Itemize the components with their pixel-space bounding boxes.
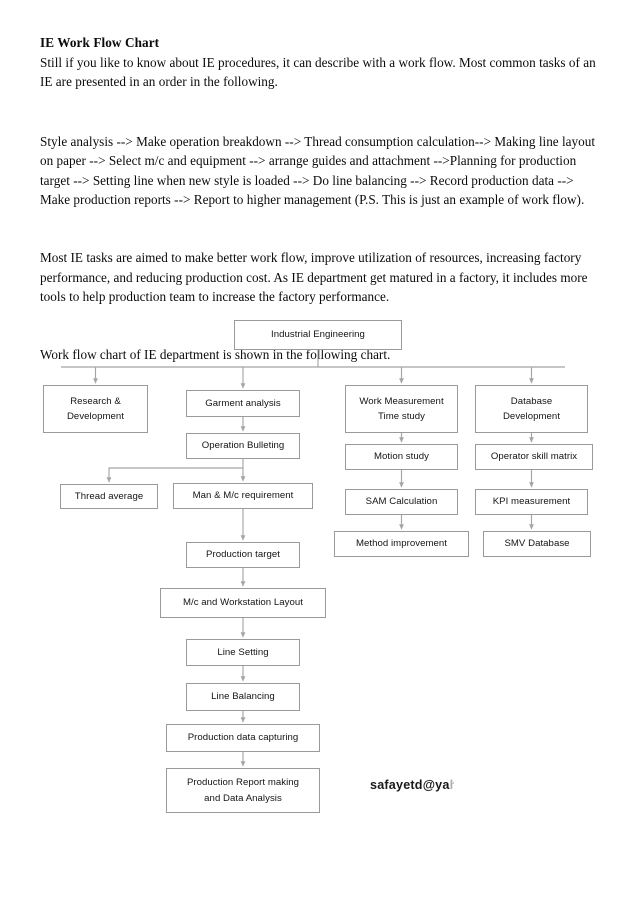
flow-node-label: Line Setting — [217, 646, 269, 658]
paragraph-workflow-steps: Style analysis --> Make operation breakd… — [40, 133, 596, 208]
flow-node-label: Thread average — [74, 490, 144, 502]
flow-node-label: Production data capturing — [187, 732, 299, 744]
email-watermark-text: safayetd@ya — [370, 778, 450, 792]
flow-node-label: Database — [510, 395, 553, 407]
flow-node-layout: M/c and Workstation Layout — [160, 588, 326, 618]
flow-node-linebal: Line Balancing — [186, 683, 300, 711]
flow-node-method: Method improvement — [334, 531, 469, 557]
flow-node-label: M/c and Workstation Layout — [182, 597, 304, 609]
email-watermark: safayetd@yah — [370, 778, 454, 792]
flow-node-label: Line Balancing — [211, 691, 275, 703]
flow-node-garment: Garment analysis — [186, 390, 300, 417]
flow-node-rnd: Research & Development — [43, 385, 148, 433]
flow-node-label-line2: and Data Analysis — [204, 792, 282, 804]
paragraph-ie-tasks: Most IE tasks are aimed to make better w… — [40, 250, 588, 305]
flow-node-prodtgt: Production target — [186, 542, 300, 568]
flow-node-label: Man & M/c requirement — [192, 490, 294, 502]
paragraph-chart-lead-in: Work flow chart of IE department is show… — [40, 346, 391, 362]
flow-node-smv: SMV Database — [483, 531, 591, 557]
flow-node-kpi: KPI measurement — [475, 489, 588, 515]
flow-node-label: Work Measurement — [359, 395, 444, 407]
flow-node-opbull: Operation Bulleting — [186, 433, 300, 459]
flow-node-label: Operator skill matrix — [490, 451, 578, 463]
flow-node-label: Garment analysis — [205, 397, 281, 409]
flow-node-ie: Industrial Engineering — [234, 320, 402, 350]
flow-node-label: Operation Bulleting — [201, 440, 285, 452]
document-text-block: IE Work Flow Chart Still if you like to … — [40, 33, 598, 364]
flow-node-label: SAM Calculation — [365, 496, 438, 508]
email-watermark-clipped: h — [450, 778, 454, 792]
flow-node-label: Method improvement — [355, 538, 447, 550]
flow-node-label: SMV Database — [504, 538, 570, 550]
flow-node-label: KPI measurement — [492, 496, 571, 508]
flow-node-label: Motion study — [374, 451, 429, 463]
flow-node-lineset: Line Setting — [186, 639, 300, 666]
flow-node-manmc: Man & M/c requirement — [173, 483, 313, 509]
flow-node-report: Production Report making and Data Analysi… — [166, 768, 320, 813]
flow-node-label: Industrial Engineering — [271, 329, 365, 341]
flow-node-label-line2: Development — [502, 411, 561, 422]
page-title: IE Work Flow Chart — [40, 35, 160, 50]
flow-node-label: Research & — [70, 395, 121, 407]
paragraph-intro: Still if you like to know about IE proce… — [40, 54, 596, 90]
flow-node-label-line2: Development — [66, 411, 125, 422]
flow-node-label: Production Report making — [186, 777, 300, 788]
flow-node-sam: SAM Calculation — [345, 489, 458, 515]
flow-node-datacap: Production data capturing — [166, 724, 320, 752]
flow-node-opskill: Operator skill matrix — [475, 444, 593, 470]
flow-node-label-line2: Time study — [377, 411, 426, 422]
flow-node-motion: Motion study — [345, 444, 458, 470]
flow-node-thread: Thread average — [60, 484, 158, 509]
flow-node-label: Production target — [206, 549, 280, 561]
